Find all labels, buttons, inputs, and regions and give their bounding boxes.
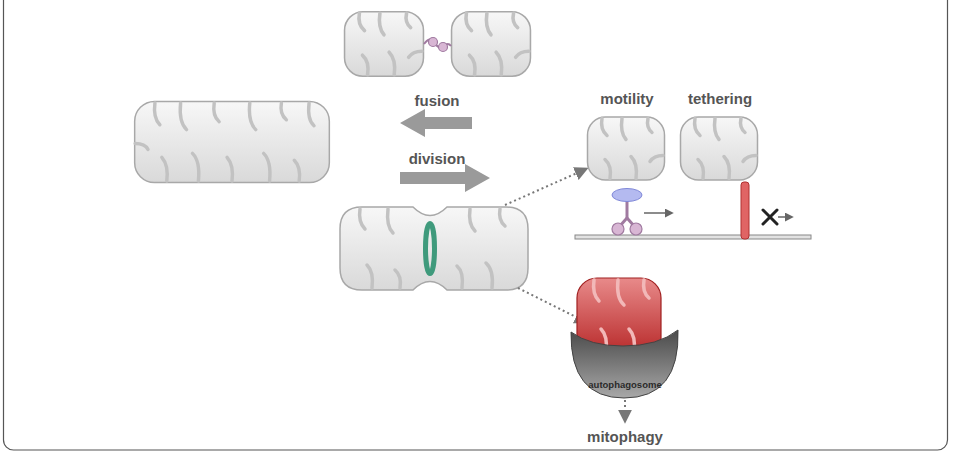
process-heading: tethering xyxy=(675,90,765,107)
fused-mitochondrion xyxy=(135,101,330,182)
fusion-arrow xyxy=(400,109,472,137)
autophagosome-cup: autophagosome xyxy=(568,272,682,399)
dotted-arrow xyxy=(624,400,626,421)
fusion-tether xyxy=(424,38,451,52)
cristae xyxy=(594,280,649,352)
tethered-mitochondrion: tethering xyxy=(675,90,765,184)
cristae xyxy=(360,209,505,288)
process-label: fusion xyxy=(367,92,507,109)
structure-label: autophagosome xyxy=(568,379,682,399)
division-arrow xyxy=(400,164,490,192)
blocked-mark xyxy=(763,210,777,224)
process-label: mitophagy xyxy=(555,428,695,445)
dotted-arrow xyxy=(505,169,586,205)
mitochondrion xyxy=(588,117,665,180)
mitochondrion xyxy=(681,117,758,180)
cytoskeletal-track xyxy=(575,235,811,239)
tether-anchor xyxy=(741,182,749,239)
division-ring xyxy=(426,224,435,274)
mitochondrion xyxy=(452,12,531,77)
movement-arrow xyxy=(778,216,792,218)
movement-arrow xyxy=(644,212,672,214)
figure-frame xyxy=(4,0,948,450)
process-label: division xyxy=(367,150,507,167)
motor-protein xyxy=(612,189,642,236)
mitochondrion xyxy=(345,12,424,77)
motile-mitochondrion: motility xyxy=(582,90,672,184)
dividing-mitochondrion xyxy=(340,207,528,290)
dotted-arrow xyxy=(518,288,586,322)
process-heading: motility xyxy=(582,90,672,107)
